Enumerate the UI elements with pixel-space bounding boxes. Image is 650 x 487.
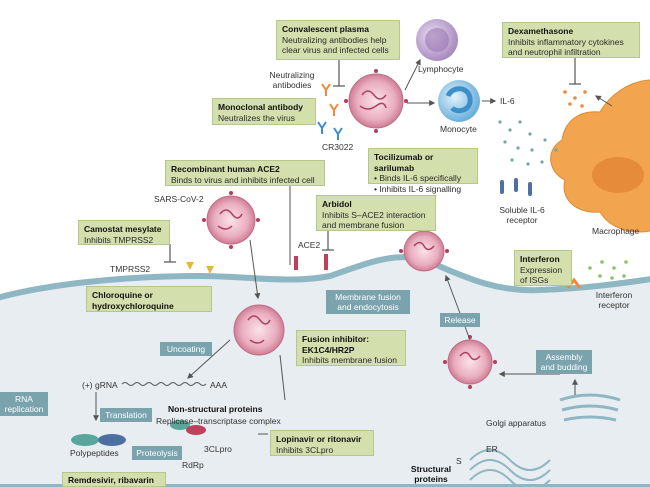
grna-strand bbox=[121, 382, 207, 386]
camostat-title: Camostat mesylate bbox=[84, 224, 162, 234]
virus-entry bbox=[233, 304, 285, 356]
chloroquine-box: Chloroquine or hydroxychloroquine bbox=[86, 286, 212, 312]
s-protein-label: S bbox=[456, 456, 462, 466]
fusion-inhibitor-body: Inhibits membrane fusion bbox=[302, 355, 397, 365]
tocilizumab-bullet-2: • Inhibits IL-6 signalling bbox=[374, 183, 462, 194]
er-glyph bbox=[469, 449, 551, 487]
recombinant-ace2-box: Recombinant human ACE2 Binds to virus an… bbox=[165, 160, 325, 186]
dexamethasone-box: Dexamethasone Inhibits inflammatory cyto… bbox=[502, 22, 640, 58]
virus-bud bbox=[403, 230, 445, 272]
camostat-body: Inhibits TMPRSS2 bbox=[84, 234, 154, 245]
ace2-label: ACE2 bbox=[298, 240, 321, 250]
lopinavir-body: Inhibits 3CLpro bbox=[276, 444, 334, 455]
cr3022-antibodies bbox=[317, 121, 343, 140]
fusion-inhibitor-box: Fusion inhibitor: EK1C4/HR2P Inhibits me… bbox=[296, 330, 406, 366]
step-rna-replication: RNA replication bbox=[0, 392, 48, 416]
monoclonal-antibody-box: Monoclonal antibody Neutralizes the viru… bbox=[212, 98, 316, 125]
virus-top bbox=[348, 73, 404, 129]
tmprss2-label: TMPRSS2 bbox=[110, 264, 151, 274]
monocyte-cell bbox=[438, 80, 480, 122]
aaa-label: AAA bbox=[210, 380, 228, 390]
step-release: Release bbox=[440, 313, 480, 327]
macrophage-cell bbox=[550, 79, 650, 233]
3clpro-label: 3CLpro bbox=[204, 444, 232, 454]
step-uncoating: Uncoating bbox=[160, 342, 212, 356]
antibodies bbox=[321, 83, 339, 116]
soluble-il6-label: Soluble IL-6 receptor bbox=[499, 205, 545, 225]
cytokine-dots bbox=[563, 90, 587, 108]
arbidol-title: Arbidol bbox=[322, 199, 352, 209]
remdesivir-title: Remdesivir, ribavarin bbox=[68, 475, 154, 485]
cr3022-label: CR3022 bbox=[322, 142, 354, 152]
soluble-il6-receptors bbox=[500, 178, 532, 196]
interferon-box: Interferon Expression of ISGs bbox=[514, 250, 572, 286]
sars-label: SARS-CoV-2 bbox=[154, 194, 204, 204]
il6-dots bbox=[498, 120, 558, 166]
dexamethasone-title: Dexamethasone bbox=[508, 26, 574, 36]
grna-label: (+) gRNA bbox=[82, 380, 118, 390]
step-assembly: Assembly and budding bbox=[536, 350, 592, 374]
chloroquine-title: Chloroquine or hydroxychloroquine bbox=[92, 290, 174, 311]
macrophage-nucleus bbox=[592, 157, 644, 193]
interferon-dots bbox=[588, 260, 628, 280]
monocyte-label: Monocyte bbox=[440, 124, 477, 134]
lymphocyte-label: Lymphocyte bbox=[418, 64, 464, 74]
recombinant-ace2-body: Binds to virus and inhibits infected cel… bbox=[171, 174, 315, 185]
golgi-label: Golgi apparatus bbox=[486, 418, 547, 428]
interferon-receptor-label: Interferon receptor bbox=[595, 290, 633, 310]
host-cell bbox=[0, 254, 650, 487]
monoclonal-antibody-title: Monoclonal antibody bbox=[218, 102, 303, 112]
tmprss2-glyph bbox=[186, 262, 214, 274]
step-proteolysis: Proteolysis bbox=[132, 446, 182, 460]
arbidol-body: Inhibits S–ACE2 interaction and membrane… bbox=[322, 209, 426, 231]
tocilizumab-box: Tocilizumab or sarilumab • Binds IL-6 sp… bbox=[368, 148, 478, 194]
interferon-title: Interferon bbox=[520, 254, 560, 264]
convalescent-plasma-body: Neutralizing antibodies help clear virus… bbox=[282, 34, 389, 56]
tocilizumab-title: Tocilizumab or sarilumab bbox=[374, 152, 434, 173]
step-translation: Translation bbox=[100, 408, 152, 422]
golgi-glyph bbox=[559, 393, 621, 422]
rdrp-label: RdRp bbox=[182, 460, 204, 470]
recombinant-ace2-title: Recombinant human ACE2 bbox=[171, 164, 280, 174]
lopinavir-box: Lopinavir or ritonavir Inhibits 3CLpro bbox=[270, 430, 374, 456]
dexamethasone-body: Inhibits inflammatory cytokines and neut… bbox=[508, 36, 624, 58]
monoclonal-antibody-body: Neutralizes the virus bbox=[218, 112, 296, 123]
camostat-box: Camostat mesylate Inhibits TMPRSS2 bbox=[78, 220, 170, 245]
interferon-body: Expression of ISGs bbox=[520, 264, 563, 286]
convalescent-plasma-title: Convalescent plasma bbox=[282, 24, 369, 34]
nsp-body: Replicase–transcriptase complex bbox=[156, 416, 281, 426]
virus-sars bbox=[206, 195, 256, 245]
virus-inside bbox=[447, 339, 493, 385]
macrophage-label: Macrophage bbox=[592, 226, 640, 236]
arbidol-box: Arbidol Inhibits S–ACE2 interaction and … bbox=[316, 195, 436, 231]
step-membrane-fusion: Membrane fusion and endocytosis bbox=[326, 290, 410, 314]
fusion-inhibitor-title: Fusion inhibitor: EK1C4/HR2P bbox=[302, 334, 370, 355]
convalescent-plasma-box: Convalescent plasma Neutralizing antibod… bbox=[276, 20, 400, 60]
er-label: ER bbox=[486, 444, 498, 454]
polypeptides-label: Polypeptides bbox=[70, 448, 119, 458]
il6-label: IL-6 bbox=[500, 96, 515, 106]
ace2-receptor-glyph bbox=[294, 254, 328, 270]
neutralizing-antibodies-label: Neutralizing antibodies bbox=[269, 70, 315, 90]
tocilizumab-bullet-1: • Binds IL-6 specifically bbox=[374, 173, 462, 183]
structural-proteins-label: Structural proteins bbox=[410, 464, 452, 484]
nsp-title: Non-structural proteins bbox=[168, 404, 263, 414]
lopinavir-title: Lopinavir or ritonavir bbox=[276, 434, 362, 444]
remdesivir-box: Remdesivir, ribavarin bbox=[62, 472, 166, 487]
